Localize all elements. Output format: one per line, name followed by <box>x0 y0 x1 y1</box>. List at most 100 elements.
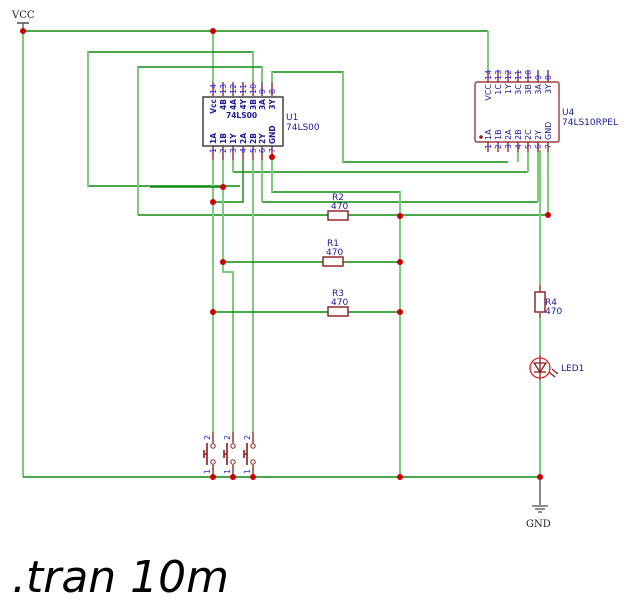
u1-body-label: 74LS00 <box>226 111 257 120</box>
led-triangle <box>532 362 548 374</box>
led1[interactable]: LED1 <box>529 355 584 380</box>
u1-ref: U1 <box>286 113 298 123</box>
sw2-pin2: 2 <box>223 435 232 440</box>
junction <box>210 28 216 34</box>
junction <box>210 199 216 205</box>
u1-pin-name: 4A <box>229 99 238 110</box>
junction <box>397 309 403 315</box>
wires <box>22 30 549 505</box>
sw1-pin2: 2 <box>203 435 212 440</box>
r2-ref: R2 <box>332 193 344 203</box>
u1-value: 74LS00 <box>286 123 320 133</box>
junction <box>269 154 275 160</box>
resistor-r1[interactable]: R1 470 <box>322 239 344 267</box>
wire-pin8-u4pin3 <box>271 71 508 163</box>
u4-pin-number: 5 <box>524 144 533 149</box>
u4-pin-number: 6 <box>534 144 543 149</box>
resistor-r3[interactable]: R3 470 <box>327 289 349 317</box>
resistor-r4[interactable]: R4 470 <box>534 285 562 318</box>
u1-pin-number: 3 <box>229 148 238 153</box>
u1-pin-number: 5 <box>249 148 258 153</box>
resistor-r2[interactable]: R2 470 <box>327 193 349 221</box>
u4-pin-name: 2B <box>514 129 523 140</box>
u1-pin-name: 2Y <box>258 133 267 144</box>
r4-value: 470 <box>545 307 562 317</box>
u4-pin-number: 12 <box>504 70 513 80</box>
u4-ref: U4 <box>562 108 575 118</box>
junction <box>250 474 256 480</box>
junction <box>230 474 236 480</box>
u4-pin-number: 3 <box>504 144 513 149</box>
u4-pin-number: 2 <box>494 144 503 149</box>
u1-top-pins <box>212 82 273 96</box>
junction <box>210 309 216 315</box>
u4-pin-number: 11 <box>514 70 523 80</box>
u1-pin-name: 1Y <box>229 133 238 144</box>
u4-pin-name: 1Y <box>504 84 513 94</box>
wire-u1-pin2 <box>222 150 234 432</box>
u4-bottom-pins <box>487 142 549 152</box>
u1-body <box>202 96 284 147</box>
u4-pin-name: 3Y <box>544 84 553 94</box>
u1-pin-name: 2B <box>249 133 258 144</box>
u1-pin-number: 2 <box>219 148 228 153</box>
junction <box>210 474 216 480</box>
switch-2[interactable]: 2 1 <box>223 432 236 477</box>
u1-pin-number: 10 <box>249 84 258 94</box>
junction <box>220 259 226 265</box>
u4-pin-name: 2C <box>524 129 533 140</box>
sw3-pin2: 2 <box>243 435 252 440</box>
u4-pin-name: 3A <box>534 83 543 94</box>
u4-pin-number: 9 <box>534 75 543 80</box>
u1-pin-name: 4Y <box>239 98 248 109</box>
u1-pin-number: 12 <box>229 84 238 94</box>
r3-ref: R3 <box>332 289 344 299</box>
r1-body <box>322 256 344 267</box>
switch-1[interactable]: 2 1 <box>203 432 216 477</box>
u1-pin-number: 1 <box>209 148 218 153</box>
u1-pin-number: 13 <box>219 84 228 94</box>
r2-value: 470 <box>331 202 348 212</box>
u1-pin-name: 4B <box>219 99 228 110</box>
u4-pin-name: 3B <box>524 84 533 95</box>
u4-value: 74LS10RPEL <box>562 118 618 128</box>
junction <box>545 212 551 218</box>
r4-ref: R4 <box>545 298 557 308</box>
u1-pin-number: 11 <box>239 84 248 94</box>
u4-pin-name: 1A <box>484 129 493 140</box>
led-arrow-1 <box>548 371 556 378</box>
r1-ref: R1 <box>327 239 339 249</box>
u4-pin-number: 8 <box>544 75 553 80</box>
u4-pin-number: 10 <box>524 70 533 80</box>
u4-body <box>474 81 560 143</box>
vcc-power-symbol[interactable]: VCC <box>11 10 35 31</box>
junction <box>220 184 226 190</box>
r3-value: 470 <box>331 298 348 308</box>
junction <box>397 259 403 265</box>
junction <box>397 474 403 480</box>
u4-pin-number: 7 <box>544 144 553 149</box>
u4-pin-number: 14 <box>484 70 493 80</box>
spice-directive[interactable]: .tran 10m <box>12 552 229 603</box>
u4-pin-name: 2A <box>504 129 513 140</box>
u4-pin-number: 4 <box>514 144 523 149</box>
u1-pin-name: GND <box>268 125 277 144</box>
u1-pin-name: 1B <box>219 133 228 144</box>
sw3-pin1: 1 <box>243 469 252 474</box>
u1-pin-name: 1A <box>209 133 218 144</box>
r1-value: 470 <box>326 248 343 258</box>
u4-pin-name: 1B <box>494 129 503 140</box>
u1-pin-number: 4 <box>239 148 248 153</box>
r4-body <box>534 291 546 313</box>
u4-pin-number: 1 <box>484 144 493 149</box>
r2-body <box>327 210 349 221</box>
junction <box>537 474 543 480</box>
switch-3[interactable]: 2 1 <box>243 432 256 477</box>
led-arrow-2 <box>551 368 559 375</box>
u1-pin-number: 9 <box>258 89 267 94</box>
gnd-power-symbol[interactable]: GND <box>526 505 551 530</box>
u4-top-pins <box>487 70 549 82</box>
